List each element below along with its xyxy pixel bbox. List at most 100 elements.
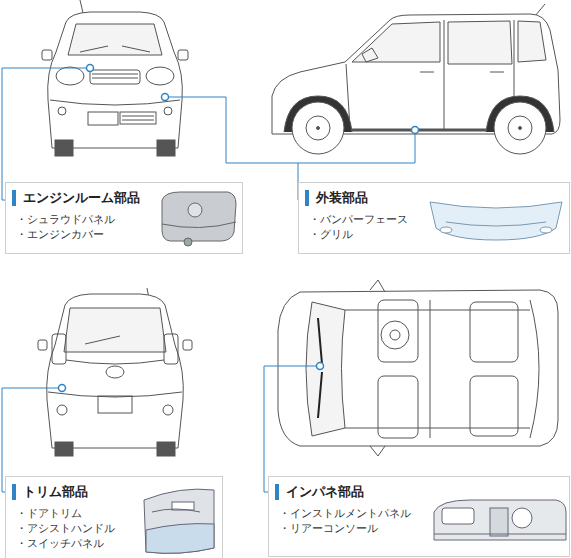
side-view bbox=[448, 21, 512, 64]
front-view bbox=[122, 116, 154, 120]
side-view bbox=[508, 116, 532, 140]
bumper-image bbox=[430, 202, 562, 240]
front-view bbox=[50, 100, 180, 105]
side-view bbox=[352, 22, 440, 62]
rear-view bbox=[98, 396, 132, 413]
part-name: ・リアーコンソール bbox=[279, 522, 378, 536]
instrument-panel-image bbox=[434, 500, 566, 540]
front-view bbox=[48, 12, 183, 148]
top-view bbox=[306, 302, 345, 436]
top-view bbox=[378, 376, 418, 438]
rear-view bbox=[64, 308, 166, 352]
side-view bbox=[535, 4, 545, 16]
engine-cover-image bbox=[162, 222, 236, 228]
part-name: ・スイッチパネル bbox=[16, 537, 104, 551]
parts-callout-box: インパネ部品・インストルメントパネル・リアーコンソール bbox=[268, 476, 570, 557]
side-view bbox=[272, 4, 560, 154]
group-heading: トリム部品 bbox=[12, 484, 88, 500]
rear-view bbox=[164, 334, 178, 364]
instrument-panel-image bbox=[442, 508, 474, 524]
leader-line bbox=[264, 366, 320, 492]
door-trim-image bbox=[172, 502, 194, 510]
front-view bbox=[157, 140, 175, 156]
callout-dot bbox=[162, 94, 169, 101]
side-view bbox=[518, 21, 546, 62]
rear-view bbox=[38, 288, 192, 456]
rear-view bbox=[55, 442, 73, 456]
front-view bbox=[92, 74, 138, 78]
rear-view bbox=[157, 442, 175, 456]
leader-line bbox=[165, 97, 415, 163]
front-view bbox=[164, 107, 172, 115]
engine-cover-image bbox=[188, 203, 202, 217]
callout-dot bbox=[317, 363, 324, 370]
side-view bbox=[306, 116, 330, 140]
engine-cover-image bbox=[162, 192, 236, 246]
front-view bbox=[88, 112, 118, 125]
side-view bbox=[420, 72, 504, 73]
callout-dot bbox=[59, 385, 66, 392]
group-heading: エンジンルーム部品 bbox=[12, 190, 140, 206]
front-view bbox=[178, 50, 188, 60]
top-view bbox=[430, 300, 539, 438]
front-view bbox=[42, 0, 188, 156]
front-view bbox=[80, 0, 83, 13]
rear-view bbox=[38, 340, 47, 350]
front-view bbox=[120, 112, 156, 124]
part-name: ・インストルメントパネル bbox=[279, 507, 411, 521]
rear-view bbox=[85, 336, 120, 344]
door-trim-image bbox=[144, 489, 214, 553]
rear-view bbox=[52, 334, 66, 364]
engine-cover-image bbox=[184, 238, 192, 246]
part-name: ・バンパーフェース bbox=[309, 213, 408, 227]
part-name: ・シュラウドパネル bbox=[16, 213, 115, 227]
top-view bbox=[381, 321, 409, 349]
rear-view bbox=[47, 294, 184, 448]
bumper-image bbox=[540, 227, 552, 233]
front-view bbox=[68, 24, 162, 55]
bumper-image bbox=[440, 227, 452, 233]
door-trim-image bbox=[144, 489, 214, 553]
top-view bbox=[278, 290, 558, 446]
front-view bbox=[80, 46, 150, 52]
bumper-image bbox=[430, 202, 562, 240]
group-heading: インパネ部品 bbox=[275, 484, 364, 500]
parts-callout-box: エンジンルーム部品・シュラウドパネル・エンジンカバー bbox=[5, 182, 243, 254]
door-trim-image bbox=[146, 524, 214, 554]
top-view bbox=[278, 280, 558, 456]
front-view bbox=[90, 70, 140, 84]
rear-view bbox=[183, 340, 192, 350]
top-view bbox=[345, 310, 530, 428]
rear-view bbox=[57, 405, 67, 415]
instrument-panel-image bbox=[434, 534, 566, 535]
part-name: ・ドアトリム bbox=[16, 507, 82, 521]
side-view bbox=[346, 20, 514, 130]
instrument-panel-image bbox=[490, 508, 508, 536]
group-heading: 外装部品 bbox=[305, 190, 368, 206]
front-view bbox=[42, 50, 52, 60]
front-view bbox=[146, 67, 174, 85]
engine-cover-image bbox=[162, 192, 236, 241]
top-view bbox=[470, 376, 518, 436]
leader-line bbox=[2, 68, 415, 492]
side-view bbox=[292, 102, 344, 154]
top-view bbox=[390, 330, 400, 340]
top-view bbox=[470, 302, 518, 362]
side-view bbox=[362, 48, 378, 62]
instrument-panel-image bbox=[512, 508, 532, 528]
rear-view bbox=[66, 360, 164, 364]
leader-line bbox=[2, 68, 90, 200]
callout-dot bbox=[59, 65, 419, 392]
side-view bbox=[317, 127, 320, 130]
door-trim-image bbox=[152, 509, 200, 512]
parts-callout-box: 外装部品・バンパーフェース・グリル bbox=[298, 182, 570, 254]
parts-callout-box: トリム部品・ドアトリム・アシストハンドル・スイッチパネル bbox=[5, 476, 223, 558]
side-view bbox=[519, 127, 522, 130]
rear-view bbox=[106, 366, 124, 378]
front-view bbox=[56, 67, 84, 85]
part-name: ・グリル bbox=[309, 228, 353, 242]
